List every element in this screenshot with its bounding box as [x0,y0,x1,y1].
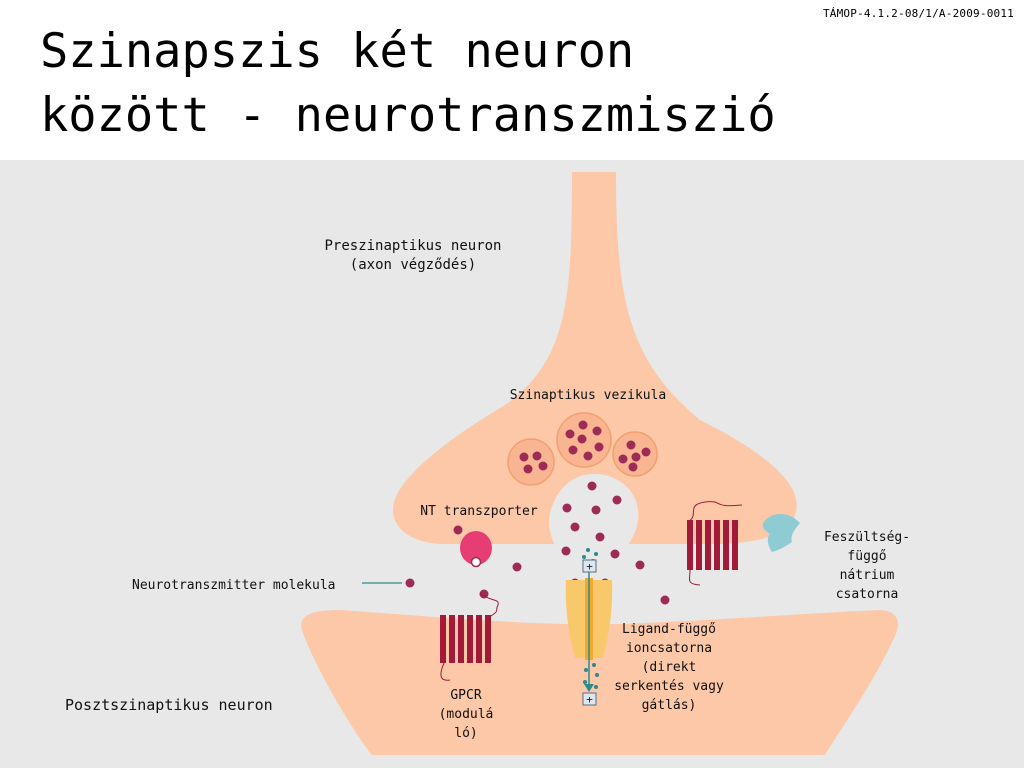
ion-plus-bottom: + [586,693,593,706]
plus-sign-icon: + [582,559,597,573]
slide-header: TÁMOP-4.1.2-08/1/A-2009-0011 Szinapszis … [0,0,1024,160]
ligand-channel-label: Ligand-függő ioncsatorna (direkt serkent… [614,622,724,713]
slide-title: Szinapszis két neuron között - neurotran… [40,20,776,148]
voltage-gated-sodium-channel [762,513,800,552]
nt-molecule-label: Neurotranszmitter molekula [132,578,336,593]
nt-transporter [460,531,492,568]
ion-plus-top: + [586,560,593,573]
nt-transporter-label: NT transzporter [420,504,538,519]
presynaptic-gpcr [687,501,743,586]
presynaptic-terminal [393,172,797,544]
project-code: TÁMOP-4.1.2-08/1/A-2009-0011 [822,7,1014,20]
title-line-1: Szinapszis két neuron [40,24,635,79]
title-line-2: között - neurotranszmiszió [40,88,776,143]
plus-sign-icon: + [582,692,597,706]
vesicle-label: Szinaptikus vezikula [509,388,667,403]
synaptic-vesicle [507,438,555,486]
postsynaptic-gpcr [440,592,499,681]
synaptic-vesicle [556,412,612,468]
ligand-gated-ion-channel [565,570,613,692]
synapse-diagram: + + Preszinaptikus neuron (axon végződés… [0,160,1024,768]
synaptic-vesicle [612,431,658,477]
synapse-illustration: + + [301,172,898,755]
presynaptic-label: Preszinaptikus neuron (axon végződés) [324,238,502,273]
sodium-channel-label: Feszültség- függő nátrium csatorna [823,530,911,602]
postsynaptic-label: Posztszinaptikus neuron [65,696,273,714]
gpcr-label: GPCR (modulá ló) [438,688,494,741]
